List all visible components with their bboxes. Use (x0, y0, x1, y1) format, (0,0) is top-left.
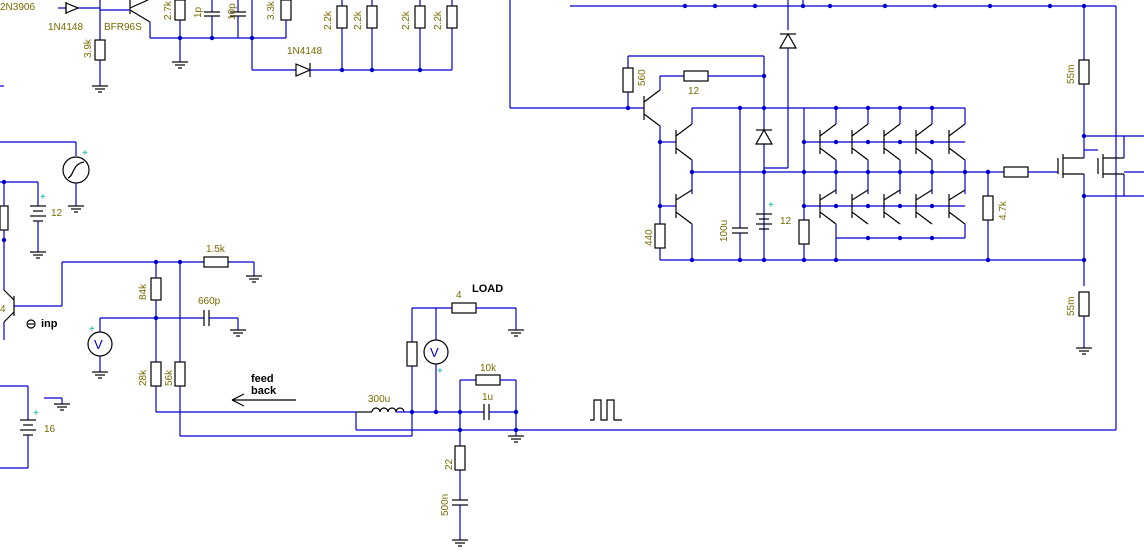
label-feedback-1: feed (251, 373, 274, 385)
resistor-3-3k (280, 0, 292, 21)
label-batt-16: 16 (44, 424, 56, 435)
resistor-560 (622, 67, 634, 93)
plus-sign: + (89, 324, 95, 335)
transistor-driver-3 (675, 189, 693, 225)
resistor-10k (475, 374, 501, 386)
label-22: 22 (444, 458, 455, 470)
label-q-left: 4 (0, 304, 6, 315)
label-12: 12 (688, 86, 700, 97)
plus-sign: + (768, 200, 774, 211)
label-3-9k: 3.9k (83, 38, 94, 58)
feedback-arrow-icon (231, 393, 296, 407)
diode-1n4148-top (58, 2, 100, 14)
top-left-stage: 2N3906 1N4148 BFR96S 3.9k (0, 0, 458, 93)
label-28k: 28k (138, 369, 149, 386)
voltmeter-left-v: V (94, 337, 103, 352)
resistor-55m-bot (1078, 291, 1090, 317)
voltmeter-left-icon: V (87, 331, 113, 357)
label-660p: 660p (198, 296, 221, 307)
inductor-300u (356, 407, 412, 413)
plus-sign: + (82, 148, 88, 159)
left-stage: + + 12 4 (0, 85, 156, 469)
resistor-1-5k (203, 256, 229, 268)
label-1-5k: 1.5k (206, 244, 226, 255)
resistor-4-7k (982, 195, 994, 221)
resistor-3-9k (92, 39, 108, 93)
label-1p: 1p (193, 6, 204, 18)
label-batt-12-right: 12 (780, 216, 792, 227)
power-stage: 560 12 (509, 0, 1144, 430)
label-bfr96s: BFR96S (104, 22, 142, 33)
transistor-left (3, 289, 40, 323)
resistor-56k (174, 361, 186, 387)
label-batt-12-left: 12 (51, 208, 63, 219)
transistor-bfr96s (99, 0, 151, 40)
label-1n4148-top: 1N4148 (48, 22, 83, 33)
label-300u: 300u (368, 394, 390, 405)
plus-sign: + (40, 192, 46, 203)
diode-1n4148-mid (252, 63, 452, 77)
label-500n: 500n (440, 494, 451, 516)
pulse-waveform-icon (590, 399, 622, 421)
output-transistor-array (804, 105, 968, 260)
resistor-440 (654, 223, 666, 249)
feedback-network: 1.5k 84k 660p V + 28k (87, 244, 415, 437)
resistor-gate (1003, 166, 1029, 178)
capacitor-10p (230, 0, 246, 38)
voltmeter-load-icon: V (423, 339, 449, 365)
battery-16 (20, 419, 36, 436)
label-560: 560 (637, 69, 648, 86)
label-2-2k-c: 2.2k (401, 10, 412, 30)
resistor-array-bias (798, 219, 810, 245)
resistor-left-edge (0, 205, 9, 231)
label-2-2k-a: 2.2k (323, 10, 334, 30)
label-2n3906: 2N3906 (0, 2, 35, 13)
label-feedback-2: back (251, 385, 277, 397)
label-2-2k-b: 2.2k (353, 10, 364, 30)
plus-sign: + (33, 408, 39, 419)
voltmeter-load-v: V (430, 345, 439, 360)
label-3-3k: 3.3k (266, 0, 277, 20)
plus-sign: + (437, 366, 443, 377)
label-440: 440 (644, 229, 655, 246)
label-100u: 100u (719, 220, 730, 242)
resistor-28k (150, 361, 162, 387)
battery-12-left (30, 205, 46, 222)
label-load-4: 4 (456, 290, 462, 301)
label-84k: 84k (138, 283, 149, 300)
resistor-84k (150, 277, 162, 301)
label-1n4148-mid: 1N4148 (287, 46, 322, 57)
label-load: LOAD (472, 283, 503, 295)
diode-mid-right (754, 128, 774, 145)
input-terminal (26, 319, 36, 329)
transistor-driver-2 (675, 123, 693, 161)
resistor-bank-2-2k (336, 0, 458, 73)
label-2-7k: 2.7k (163, 0, 174, 20)
resistor-2-7k (174, 0, 186, 21)
label-4-7k: 4.7k (998, 200, 1009, 220)
battery-12-right (756, 213, 772, 230)
capacitor-1p (204, 0, 220, 38)
label-2-2k-d: 2.2k (433, 10, 444, 30)
label-1u: 1u (482, 392, 493, 403)
label-10k: 10k (480, 363, 497, 374)
resistor-load-4 (451, 302, 477, 314)
step-source-icon (62, 156, 90, 184)
diode-top-right (778, 32, 798, 49)
resistor-22 (454, 445, 466, 471)
label-55m-bot: 55m (1066, 297, 1077, 316)
resistor-load-shunt (406, 341, 418, 367)
label-55m-top: 55m (1066, 65, 1077, 84)
mosfet-pair (1057, 133, 1144, 286)
label-inp: inp (41, 318, 58, 330)
label-10p: 10p (227, 3, 238, 20)
resistor-55m-top (1078, 59, 1090, 85)
label-56k: 56k (164, 369, 175, 386)
transistor-driver-1 (643, 76, 661, 127)
load-section: 4 LOAD V + 10k 1u (406, 283, 1116, 547)
resistor-12 (683, 70, 709, 82)
